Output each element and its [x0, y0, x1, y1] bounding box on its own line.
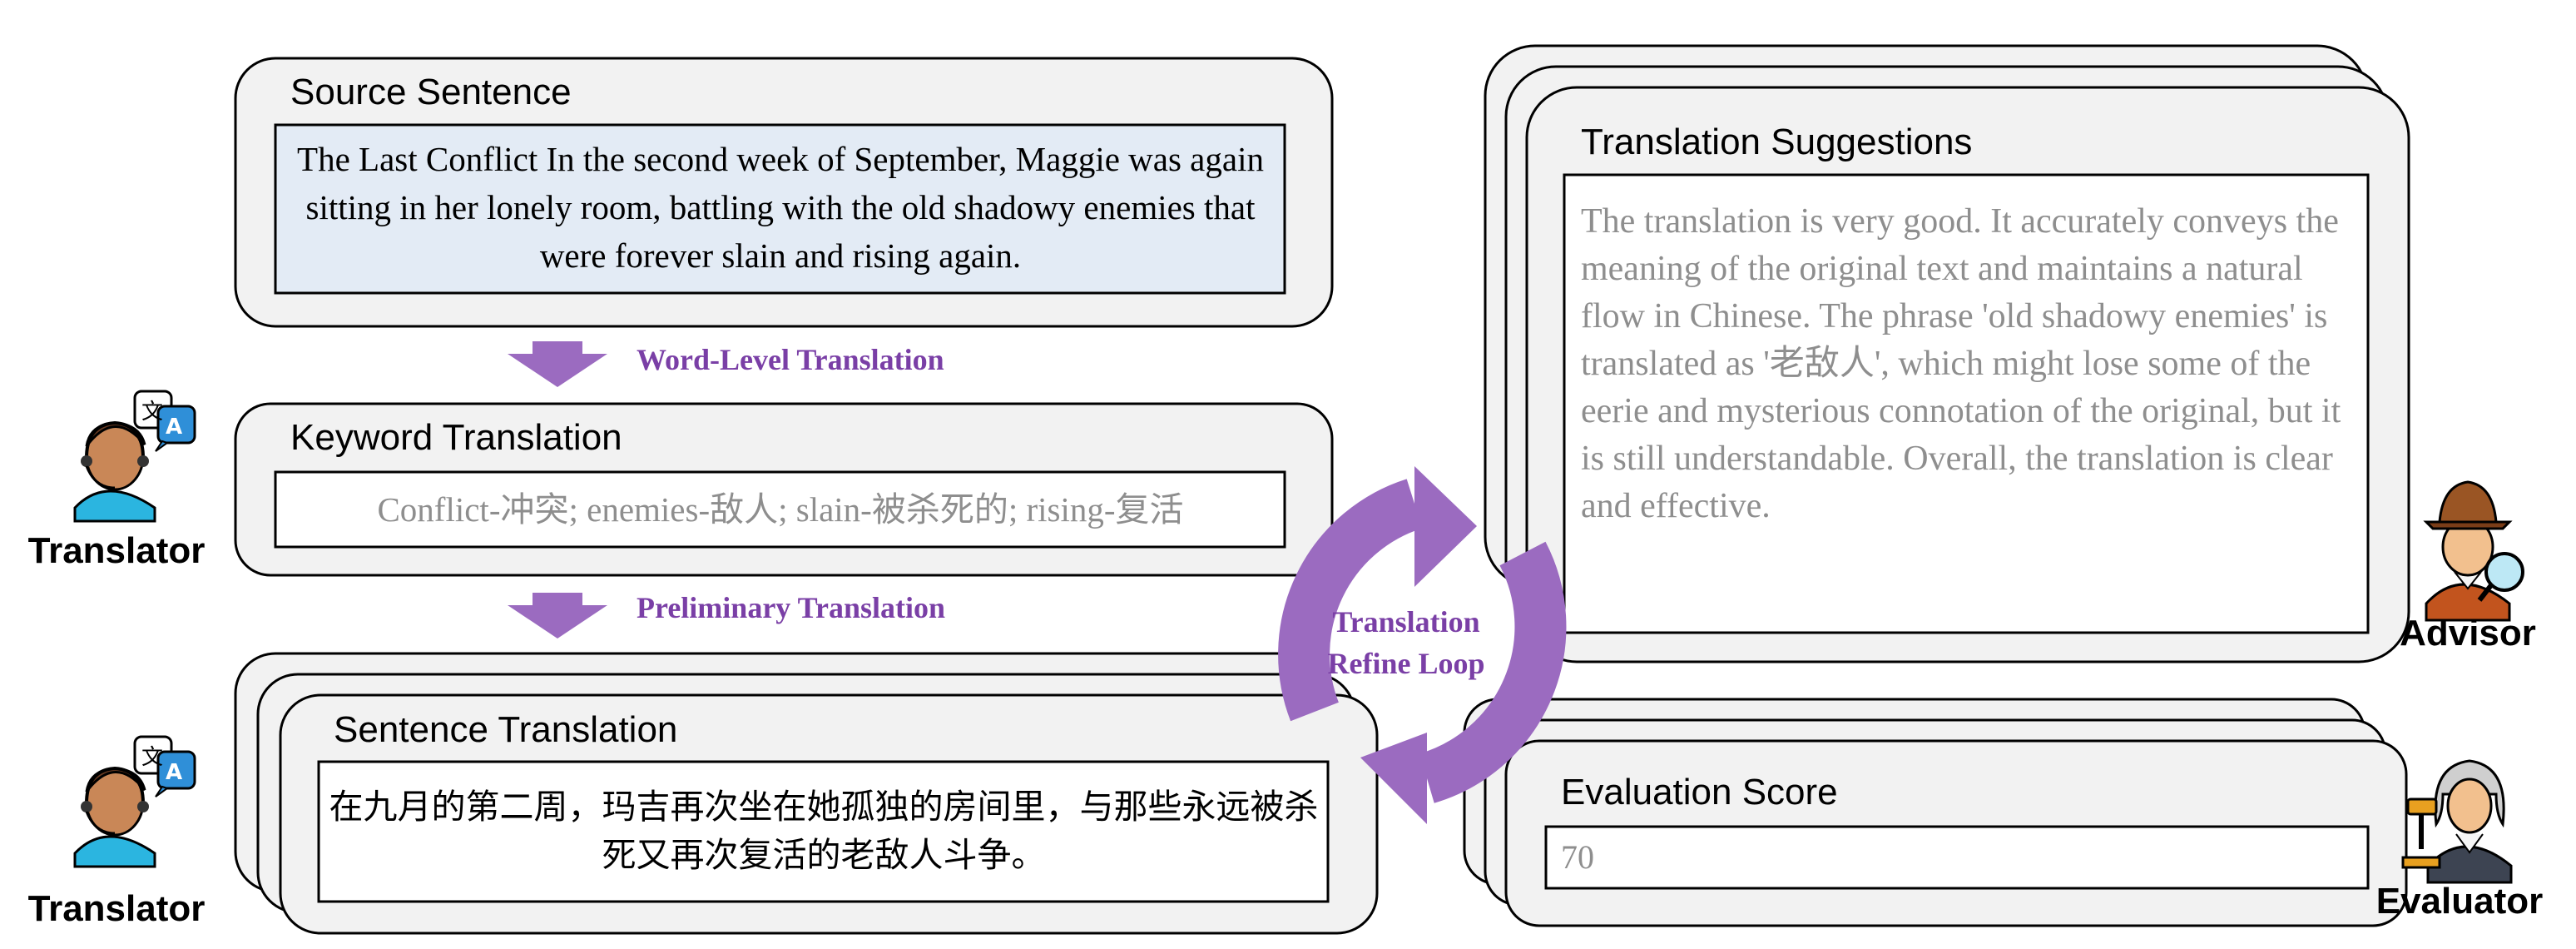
translator-icon-top: 文 A — [73, 390, 196, 523]
refine-loop-arrows — [1278, 466, 1567, 824]
evaluation-score-title: Evaluation Score — [1561, 772, 1838, 812]
word-level-translation-label: Word-Level Translation — [637, 343, 944, 376]
advisor-label: Advisor — [2400, 613, 2536, 653]
evaluation-score-value: 70 — [1561, 838, 1594, 876]
down-arrow-word-level — [508, 341, 607, 387]
sentence-translation-title: Sentence Translation — [334, 709, 678, 750]
advisor-icon — [2423, 480, 2524, 622]
keyword-translation-panel — [234, 402, 1334, 577]
source-sentence-title: Source Sentence — [290, 72, 572, 112]
translator-label-top: Translator — [27, 530, 206, 571]
translation-suggestions-stack — [1484, 44, 2410, 663]
down-arrow-preliminary — [508, 593, 607, 638]
translator-icon-bottom: 文 A — [73, 735, 196, 868]
refine-loop-label-line1: Translation — [1332, 605, 1480, 638]
svg-text:A: A — [166, 760, 182, 785]
translator-label-bottom: Translator — [27, 888, 206, 929]
svg-text:文: 文 — [141, 745, 163, 770]
evaluator-label: Evaluator — [2375, 881, 2544, 922]
sentence-translation-text: 在九月的第二周，玛吉再次坐在她孤独的房间里，与那些永远被杀死又再次复活的老敌人斗… — [329, 788, 1319, 874]
evaluation-score-stack — [1463, 698, 2408, 927]
source-sentence-panel — [234, 57, 1334, 328]
svg-text:A: A — [166, 415, 182, 440]
preliminary-translation-label: Preliminary Translation — [637, 591, 946, 624]
refine-loop-label-line2: Refine Loop — [1327, 647, 1485, 680]
sentence-translation-stack — [234, 652, 1379, 935]
translation-suggestions-text: The translation is very good. It accurat… — [1581, 202, 2341, 525]
translation-suggestions-title: Translation Suggestions — [1581, 122, 1973, 162]
keyword-translation-title: Keyword Translation — [290, 417, 622, 458]
source-sentence-text: The Last Conflict In the second week of … — [297, 140, 1264, 275]
svg-text:文: 文 — [141, 400, 163, 425]
keyword-translation-text: Conflict-冲突; enemies-敌人; slain-被杀死的; ris… — [377, 490, 1184, 529]
evaluator-icon — [2401, 759, 2513, 884]
